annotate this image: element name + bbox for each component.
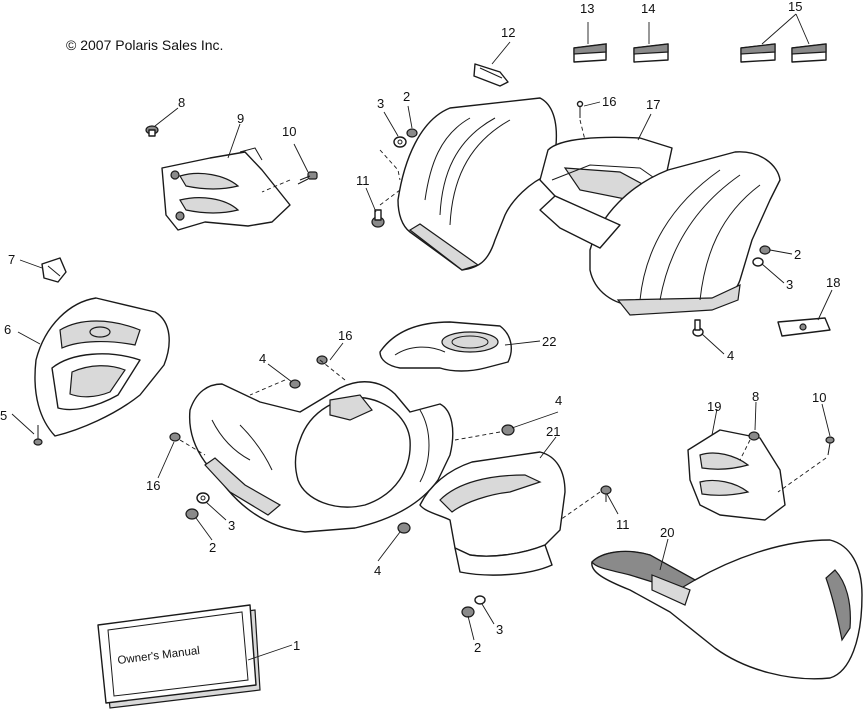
callout-3: 3 [786, 277, 793, 292]
screw-5 [33, 425, 43, 446]
screw-4-mid [289, 379, 301, 389]
nut-2-left [185, 508, 199, 520]
washer-3-right [752, 257, 764, 267]
owners-manual-1: Owner's Manual [97, 604, 261, 709]
callout-10: 10 [282, 124, 296, 139]
callout-9: 9 [237, 111, 244, 126]
callout-6: 6 [4, 322, 11, 337]
screw-11-upper [371, 209, 385, 228]
callout-10: 10 [812, 390, 826, 405]
callout-4: 4 [727, 348, 734, 363]
screw-4-front [501, 424, 515, 436]
callout-11: 11 [356, 173, 370, 188]
bracket-7 [41, 257, 67, 283]
callout-16: 16 [146, 478, 160, 493]
callout-16: 16 [602, 94, 616, 109]
callout-3: 3 [228, 518, 235, 533]
hardware [33, 100, 835, 618]
stud-16-top [576, 100, 584, 118]
stud-16-left [169, 432, 181, 442]
callout-4: 4 [555, 393, 562, 408]
callout-11: 11 [616, 517, 630, 532]
callout-20: 20 [660, 525, 674, 540]
decal-15-right [791, 43, 827, 63]
callout-8: 8 [752, 389, 759, 404]
copyright-text: © 2007 Polaris Sales Inc. [66, 37, 223, 53]
callout-2: 2 [474, 640, 481, 655]
callout-8: 8 [178, 95, 185, 110]
assembly-lines [179, 119, 827, 521]
washer-3-bottom [474, 595, 486, 605]
tank-cover-22 [379, 321, 512, 372]
leader-lines [11, 13, 833, 661]
callout-22: 22 [542, 334, 556, 349]
nut-2-bottom [461, 606, 475, 618]
decal-14 [633, 43, 669, 63]
callout-3: 3 [377, 96, 384, 111]
washer-3-left [196, 492, 210, 504]
headlight-pod-6 [34, 297, 170, 437]
reflector-18 [777, 317, 831, 337]
nut-2-right [759, 245, 771, 255]
callout-4: 4 [259, 351, 266, 366]
rivet-8-upper [145, 125, 159, 137]
rear-fender-17 [397, 97, 781, 316]
side-panel-9 [161, 147, 291, 231]
callout-18: 18 [826, 275, 840, 290]
front-fender [188, 381, 454, 533]
latch-12 [473, 63, 509, 87]
callout-2: 2 [209, 540, 216, 555]
screw-11-lower [600, 485, 612, 502]
screw-10-upper [297, 171, 318, 185]
callout-2: 2 [403, 89, 410, 104]
screw-4-rear [692, 319, 704, 337]
callout-17: 17 [646, 97, 660, 112]
callout-2: 2 [794, 247, 801, 262]
nut-2-top [406, 128, 418, 138]
callout-labels: 1 2 2 2 2 3 3 3 3 4 4 4 4 5 6 7 8 8 9 10… [0, 0, 840, 655]
callout-12: 12 [501, 25, 515, 40]
callout-15: 15 [788, 0, 802, 14]
callout-5: 5 [0, 408, 7, 423]
callout-21: 21 [546, 424, 560, 439]
washer-3-top [393, 136, 407, 148]
rivet-8-lower [748, 431, 760, 441]
callout-13: 13 [580, 1, 594, 16]
callout-19: 19 [707, 399, 721, 414]
callout-14: 14 [641, 1, 655, 16]
callout-16: 16 [338, 328, 352, 343]
callout-3: 3 [496, 622, 503, 637]
decal-15-left [740, 43, 776, 63]
callout-1: 1 [293, 638, 300, 653]
screw-10-lower [825, 436, 835, 456]
callout-4: 4 [374, 563, 381, 578]
decal-13 [573, 43, 607, 63]
screw-4-lower [397, 522, 411, 534]
front-shroud-21 [419, 451, 566, 576]
callout-7: 7 [8, 252, 15, 267]
stud-16-mid [316, 355, 328, 365]
seat-20 [591, 539, 863, 680]
side-panel-19 [687, 429, 786, 521]
